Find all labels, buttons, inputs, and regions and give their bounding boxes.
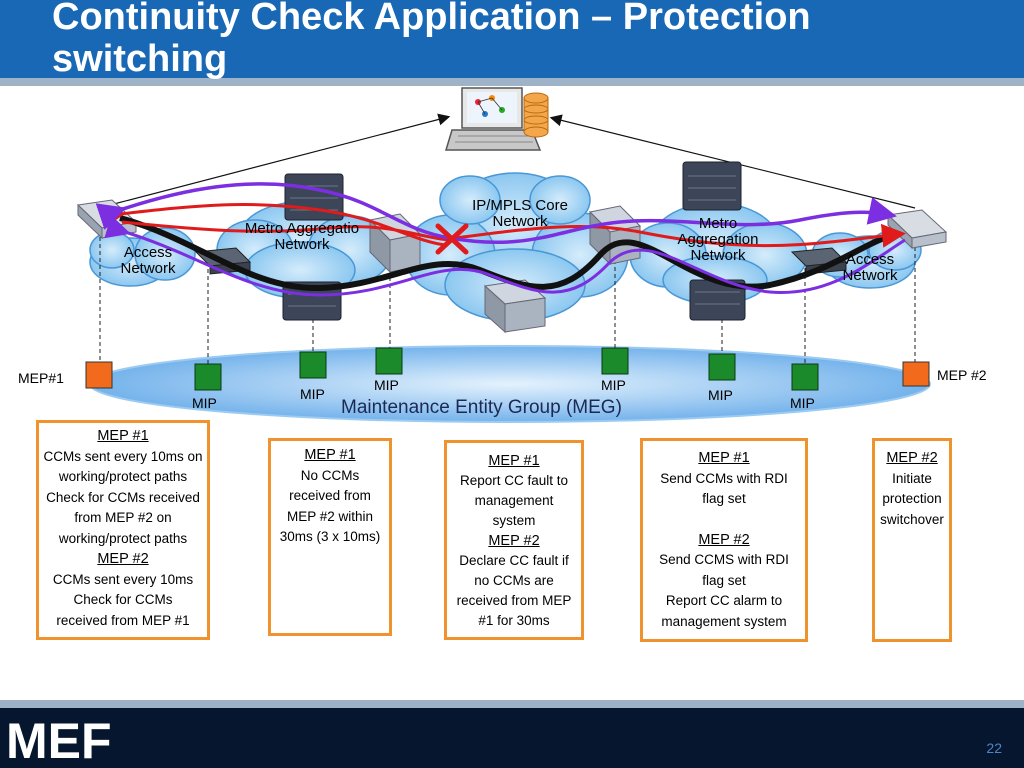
step-line: #1 for 30ms [478,613,550,628]
step-heading: MEP #2 [698,531,750,548]
metro-right-line1: Metro [698,215,738,232]
step-line: Initiate [892,470,932,486]
management-link-left [109,113,451,206]
step-line: CCMs sent every 10ms on [43,448,203,464]
label-metro-right: Metro Aggregation Network [666,216,770,264]
metro-left-line2: Network [274,236,330,253]
mip-label-1: MIP [192,395,217,411]
metro-router-left-bottom-icon [282,281,342,321]
black-working-path [119,215,896,292]
step-gap [643,510,805,530]
metro-left-line1: Metro Aggregatio [244,221,360,237]
mef-logo: MEF [6,714,112,766]
metro-right-line2: Aggregation [677,231,759,248]
ip-mpls-core-line1: IP/MPLS Core [472,197,568,214]
dashed-drop-lines [99,230,916,364]
step-line: No CCMs [300,467,360,483]
label-access-right: Access Network [832,252,908,284]
step-box-5: MEP #2 Initiate protection switchover [872,438,952,642]
step-line: Declare CC fault if [459,553,569,568]
page-number: 22 [986,740,1002,756]
ip-mpls-core-line2: Network [492,213,548,230]
step-line: received from MEP #1 [56,612,190,628]
link-failure-icon [435,223,469,255]
step-line: from MEP #2 on [74,510,172,525]
mip-label-2: MIP [300,386,325,402]
title-line-1: Continuity Check Application – Protectio… [52,0,811,38]
step-line: received from [289,488,371,503]
mip-icon-5 [708,353,736,381]
slide-title: Continuity Check Application – Protectio… [52,0,1012,80]
mip-icon-2 [299,351,327,379]
step-line: management system [661,613,787,629]
mep-2-label: MEP #2 [937,367,987,383]
mef-logo-text: MEF [6,714,112,766]
step-line: working/protect paths [58,530,188,546]
mip-icon-1 [194,363,222,391]
step-heading: MEP #1 [304,447,356,463]
step-line: flag set [702,572,746,588]
metro-right-line3: Network [690,247,746,264]
core-router-icon [483,279,547,334]
access-right-line2: Network [842,267,898,284]
step-heading: MEP #2 [886,450,938,466]
step-heading: MEP #2 [97,551,149,567]
step-heading: MEP #2 [488,533,540,549]
step-line: Check for CCMs [73,592,173,607]
step-box-3: MEP #1 Report CC fault to management system… [444,440,584,640]
step-line: protection [882,491,942,506]
step-line: CCMs sent every 10ms [52,571,194,587]
mip-label-6: MIP [790,395,815,411]
mep-1-label: MEP#1 [18,370,64,386]
step-heading: MEP #1 [698,450,750,466]
step-line: system [492,513,536,528]
footer-divider [0,700,1024,708]
step-line: Report CC fault to [459,473,569,488]
label-ip-mpls-core: IP/MPLS Core Network [455,198,585,230]
mip-icon-4 [601,347,629,375]
step-line: received from MEP [456,593,572,608]
metro-router-right-top-icon [682,161,742,211]
step-line: Report CC alarm to [665,593,783,608]
mip-label-5: MIP [708,387,733,403]
step-line: switchover [880,511,944,527]
purple-protect-path [95,182,897,245]
step-line: Check for CCMs received [46,489,200,505]
mip-icon-3 [375,347,403,375]
step-line: management [474,493,554,508]
metro-router-right-bottom-icon [689,279,746,321]
label-metro-left: Metro Aggregatio Network [238,221,366,253]
mep-2-icon [902,361,930,387]
step-line: 30ms (3 x 10ms) [279,529,381,544]
mep-1-icon [85,361,113,389]
title-bar [0,0,1024,78]
step-heading: MEP #1 [97,428,149,444]
meg-label: Maintenance Entity Group (MEG) [341,397,622,418]
step-line: working/protect paths [58,469,188,484]
step-line: Send CCMS with RDI [659,552,789,567]
step-line: MEP #2 within [286,508,374,524]
network-diagram [76,87,948,423]
mip-icon-6 [791,363,819,391]
step-line: Send CCMs with RDI [660,470,788,486]
mip-label-4: MIP [601,377,626,393]
title-line-2: switching [52,38,228,80]
step-heading: MEP #1 [488,453,540,469]
laptop-icon [444,87,542,151]
database-icon [523,92,549,138]
footer-bar [0,708,1024,768]
access-right-line1: Access [845,251,895,268]
label-access-left: Access Network [110,245,186,277]
step-line: flag set [702,491,746,506]
mip-label-3: MIP [374,377,399,393]
access-left-line2: Network [120,260,176,277]
title-divider [0,78,1024,86]
step-line: no CCMs are [474,573,554,588]
access-left-line1: Access [123,244,173,261]
step-box-1: MEP #1 CCMs sent every 10ms on working/pro… [36,420,210,640]
purple-return-path [104,215,906,297]
